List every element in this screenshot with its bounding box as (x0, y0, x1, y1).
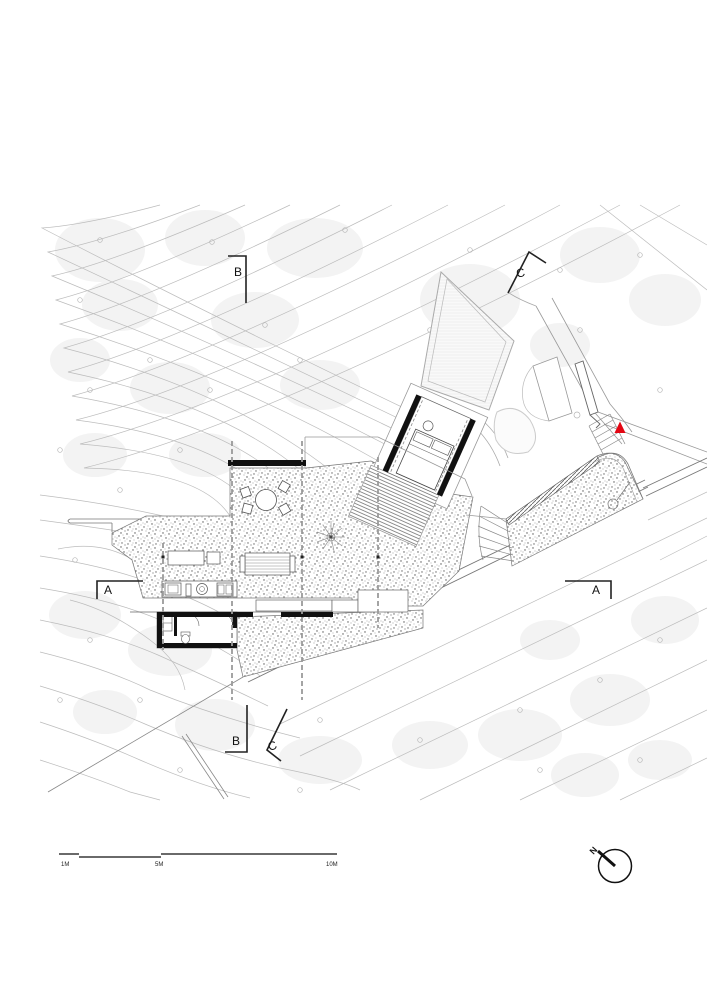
chair (241, 502, 254, 515)
right-terrace (505, 452, 644, 567)
toilet (181, 634, 190, 644)
garden-bed-curves (493, 356, 573, 454)
bathroom-block (156, 611, 238, 649)
scale-label-5m: 5M (155, 862, 163, 868)
section-marker-b-bottom-label: B (232, 734, 240, 748)
chair (239, 486, 252, 499)
section-marker-b-top-label: B (234, 265, 242, 279)
section-markers (96, 250, 612, 762)
structural-walls (157, 460, 333, 617)
north-label: N (588, 845, 600, 857)
upper-roof-outline (420, 270, 515, 411)
round-table-group (239, 479, 292, 516)
scale-label-10m: 10M (326, 862, 338, 868)
structural-grid-lines (162, 441, 379, 700)
section-marker-a-right-label: A (592, 583, 600, 597)
grid-node-squares (161, 555, 380, 559)
section-marker-c-top-label: C (515, 265, 527, 281)
section-line-a-left (96, 580, 143, 599)
walkway-bench (130, 589, 409, 613)
section-line-b-top (228, 255, 247, 303)
upper-stairs (588, 413, 626, 457)
dining-table (239, 552, 296, 576)
planter-wall (574, 360, 601, 429)
section-marker-a-left-label: A (104, 583, 112, 597)
palm-tree-symbol (316, 521, 345, 552)
side-table (422, 420, 434, 432)
scale-bar (59, 853, 337, 858)
section-line-a-right (565, 580, 612, 599)
section-line-b-bottom (225, 705, 248, 753)
scale-label-1m: 1M (61, 862, 69, 868)
pavilion-wall-left (382, 394, 422, 473)
kitchen-island (167, 550, 221, 566)
pavilion-wall-right (436, 418, 476, 497)
outdoor-platform (357, 589, 409, 613)
chair (277, 479, 291, 494)
contour-lines (39, 204, 707, 801)
tree-canopies (49, 210, 701, 797)
chair (277, 502, 292, 516)
garden-steps (465, 505, 515, 562)
section-line-c-bottom (265, 708, 288, 762)
red-reference-triangle (614, 421, 626, 433)
north-needle (597, 849, 616, 868)
round-table (255, 489, 277, 511)
kitchen-counter (161, 580, 238, 598)
north-compass: N (588, 845, 633, 884)
section-line-c-top (507, 250, 547, 294)
